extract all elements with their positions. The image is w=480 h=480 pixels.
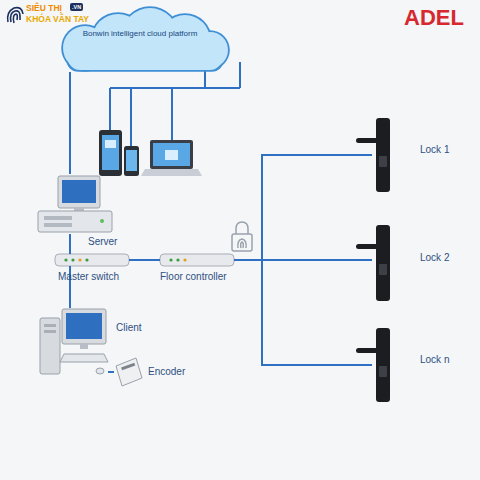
controller-node: Floor controller — [160, 254, 234, 266]
client-node: Client — [40, 308, 108, 378]
network-wire — [69, 234, 71, 254]
network-wire — [234, 155, 372, 260]
cloud-label: Bonwin intelligent cloud platform — [70, 29, 210, 38]
device-label: Server — [88, 236, 117, 248]
network-wire — [108, 371, 114, 373]
switch-node: Master switch — [55, 254, 129, 266]
logo-badge: .VN — [70, 3, 83, 11]
device-wires — [110, 62, 240, 146]
encoder-node: Encoder — [114, 358, 142, 386]
logo-text: KHÓA VÂN TAY — [26, 15, 89, 24]
device-label: Client — [116, 322, 142, 334]
tablet-icon — [99, 130, 122, 176]
network-wire — [69, 72, 71, 174]
server-node: Server — [36, 174, 112, 234]
padlock-icon — [232, 222, 252, 251]
phone-icon — [124, 146, 139, 176]
server-icon — [38, 176, 112, 232]
lock-node: Lock 2 — [372, 225, 392, 301]
device-label: Lock n — [420, 354, 449, 366]
logo-icon — [8, 8, 23, 23]
lock-node: Lock 1 — [372, 118, 392, 192]
laptop-icon — [141, 140, 202, 176]
device-label: Encoder — [148, 366, 185, 378]
device-label: Floor controller — [160, 271, 227, 283]
device-label: Lock 1 — [420, 144, 449, 156]
lock-node: Lock n — [372, 328, 392, 402]
lock-icon — [356, 225, 390, 301]
controller-icon — [160, 254, 234, 266]
logo-text: SIÊU THỊ — [26, 4, 62, 13]
network-wire — [129, 259, 160, 261]
brand-name: ADEL — [404, 6, 464, 30]
device-label: Master switch — [58, 271, 119, 283]
client-icon — [40, 309, 108, 374]
device-label: Lock 2 — [420, 252, 449, 264]
switch-icon — [55, 254, 129, 266]
network-wire — [234, 260, 372, 365]
encoder-icon — [116, 358, 142, 386]
